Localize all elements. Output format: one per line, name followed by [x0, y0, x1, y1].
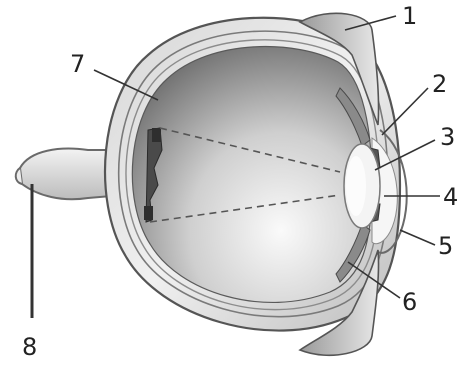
label-6: 6 [402, 288, 417, 316]
leader-5 [400, 230, 435, 245]
image-block-bottom [144, 206, 153, 220]
label-5: 5 [438, 232, 453, 260]
label-1: 1 [402, 2, 417, 30]
label-8: 8 [22, 333, 37, 361]
image-block-top [152, 128, 161, 142]
label-2: 2 [432, 70, 447, 98]
vitreous-body [132, 47, 372, 303]
lens-highlight [346, 156, 366, 216]
label-3: 3 [440, 123, 455, 151]
optic-nerve [20, 149, 112, 200]
label-7: 7 [70, 50, 85, 78]
label-4: 4 [443, 183, 457, 211]
